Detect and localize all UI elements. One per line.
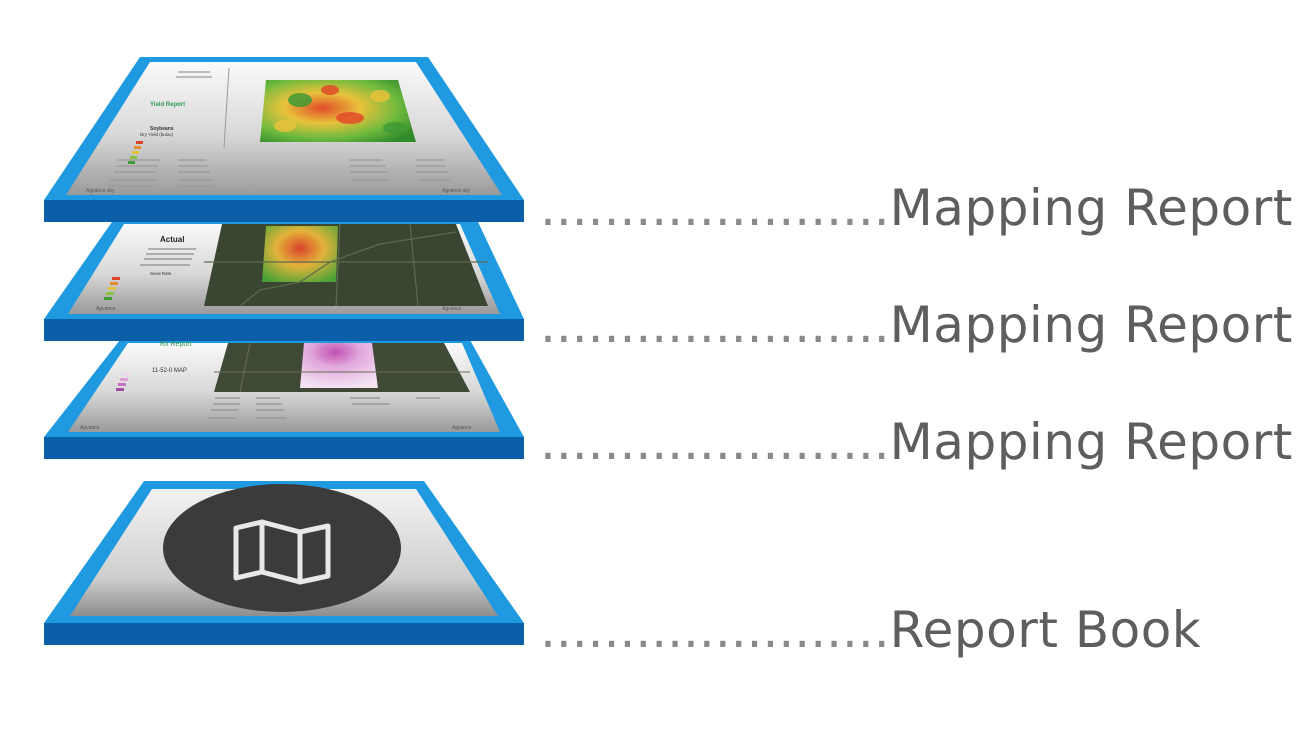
layer-frame-front: [44, 319, 524, 341]
yield-sheet-subheading: Dry Yield (bu/ac): [140, 132, 174, 137]
callout-mapping-report-2: ......................Mapping Report: [540, 300, 1293, 350]
callout-label: Mapping Report: [889, 296, 1293, 354]
yield-sheet-title: Yield Report: [150, 102, 185, 108]
seed-sheet-heading: Actual: [160, 235, 184, 244]
rx-sheet-title: Rx Report: [160, 341, 192, 348]
callout-mapping-report-1: ......................Mapping Report: [540, 183, 1293, 233]
layer-frame-front: [44, 200, 524, 222]
yield-sheet-heading: Soybeans: [150, 126, 174, 132]
seed-legend: [104, 277, 120, 300]
yield-legend: [128, 141, 143, 164]
yield-table: [108, 71, 450, 187]
seed-brand: Agvance: [96, 306, 116, 312]
yield-heat-spots: [274, 85, 407, 134]
seed-sheet-subheading: Seed Rate: [150, 271, 172, 276]
leader-dots: ......................: [540, 296, 890, 354]
rx-report-layer: Rx Report 11-52-0 MAP Agvance Agvance: [44, 340, 524, 459]
yield-brand: Agvance sky: [86, 188, 115, 194]
callout-mapping-report-3: ......................Mapping Report: [540, 417, 1293, 467]
rx-table: [209, 397, 440, 419]
rx-legend: [116, 373, 130, 391]
seed-report-layer: Actual Seed Rate Agvance Agvance: [44, 222, 524, 341]
field-lines: [204, 223, 488, 307]
aerial-map: [204, 224, 488, 306]
leader-dots: ......................: [540, 179, 890, 237]
badge-circle: [163, 484, 401, 612]
callout-report-book: ......................Report Book: [540, 605, 1201, 655]
map-icon: [233, 519, 331, 585]
yield-report-layer: Yield Report Soybeans Dry Yield (bu/ac) …: [44, 57, 524, 222]
layer-frame-front: [44, 623, 524, 645]
rx-zone-map: [300, 343, 378, 388]
report-book-layer: [44, 481, 524, 645]
rx-brand-right: Agvance: [452, 425, 472, 431]
yield-brand-right: Agvance sky: [442, 188, 471, 194]
callout-label: Report Book: [889, 601, 1202, 659]
rx-brand: Agvance: [80, 425, 100, 431]
seed-brand-right: Agvance: [442, 306, 462, 312]
layer-frame-front: [44, 437, 524, 459]
leader-dots: ......................: [540, 413, 890, 471]
leader-dots: ......................: [540, 601, 890, 659]
seed-rate-map: [262, 226, 338, 282]
rx-sheet-heading: 11-52-0 MAP: [152, 368, 187, 374]
callout-label: Mapping Report: [889, 413, 1293, 471]
callout-label: Mapping Report: [889, 179, 1293, 237]
